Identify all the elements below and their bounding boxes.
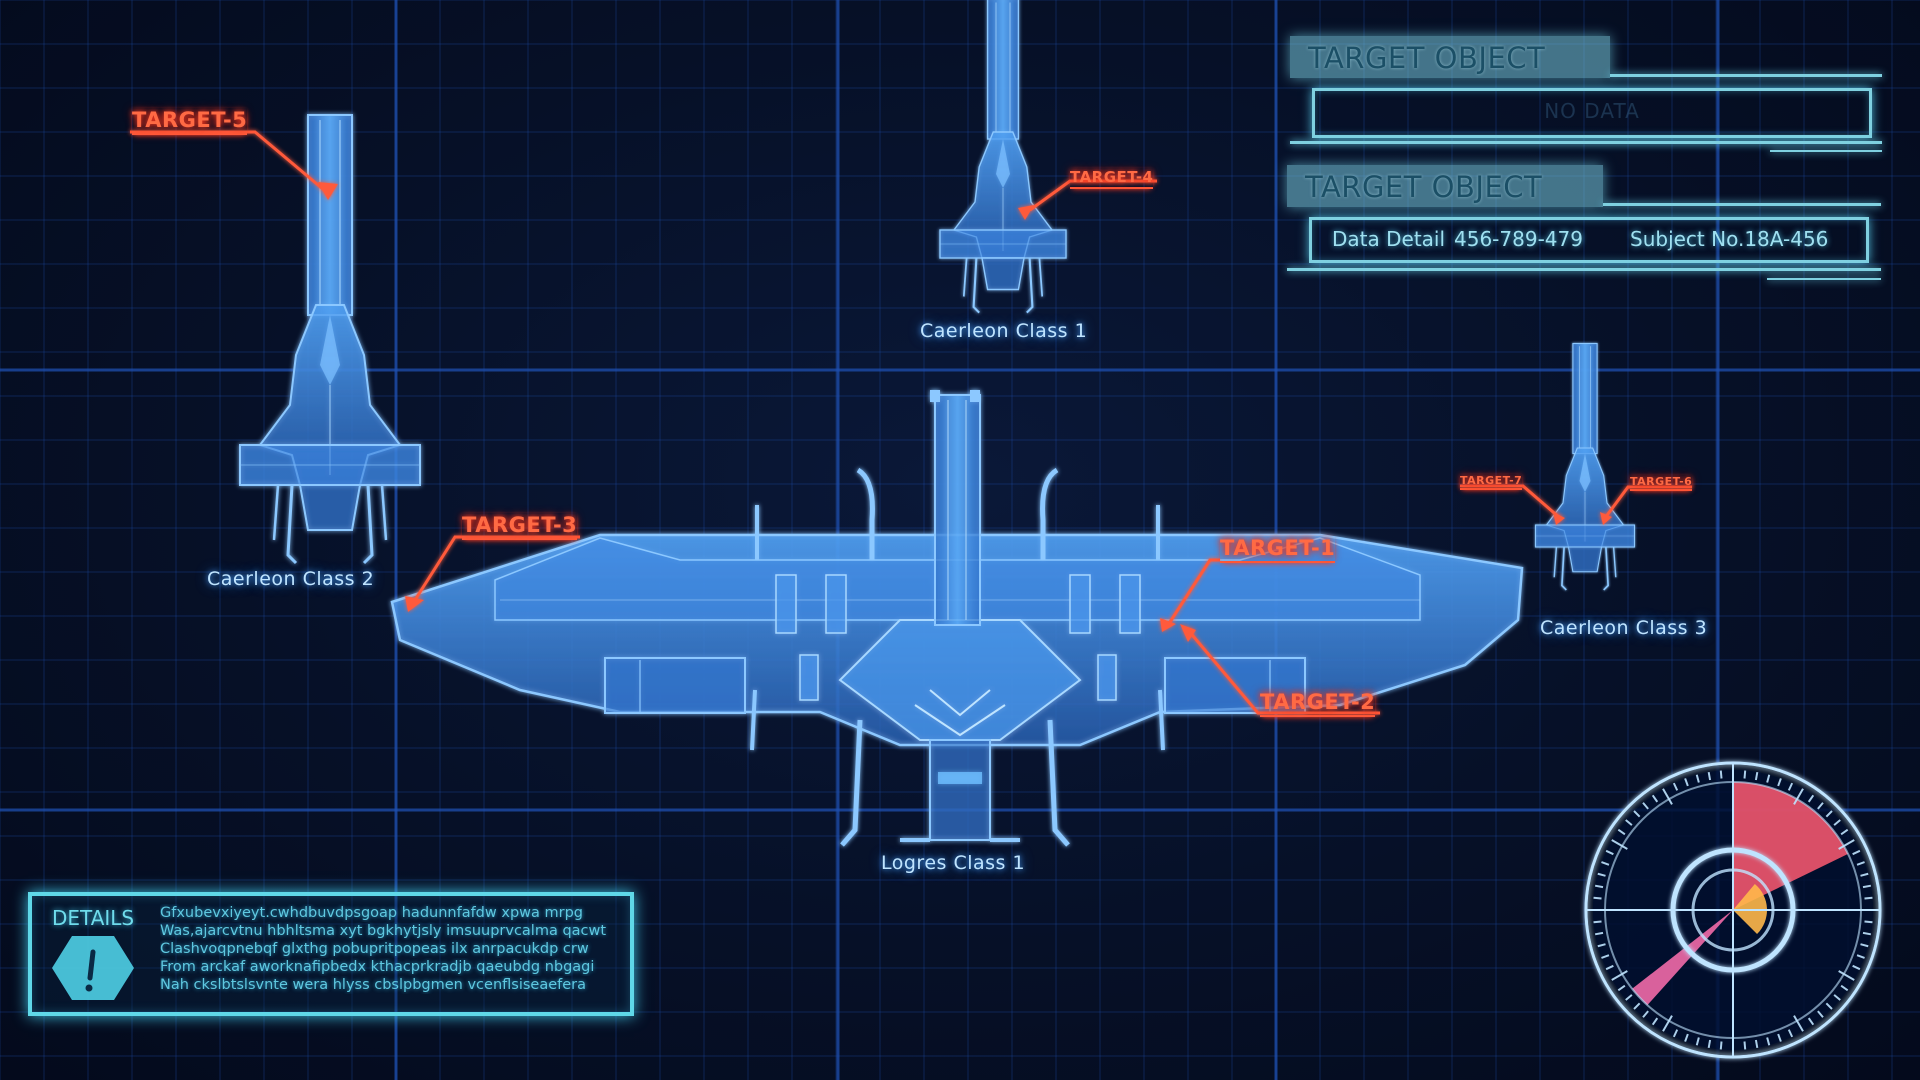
radar-icon: [1584, 761, 1882, 1059]
panel-rule: [1287, 268, 1881, 271]
caerleon-class-2-label: Caerleon Class 2: [207, 568, 375, 590]
target-object-panel-top: TARGET OBJECT NO DATA: [1290, 36, 1890, 156]
panel-rule: [1603, 203, 1881, 206]
target-4-label[interactable]: TARGET-4: [1070, 168, 1154, 189]
details-line: From arckaf aworknafipbedx kthacprkradjb…: [160, 959, 595, 975]
subject-number: Subject No.18A-456: [1630, 227, 1829, 251]
warning-icon: [52, 936, 134, 1000]
caerleon-class-3-schematic: [1534, 342, 1636, 591]
caerleon-class-1-schematic: [938, 0, 1068, 314]
caerleon-class-2-schematic: [238, 113, 422, 565]
target-6-label[interactable]: TARGET-6: [1630, 475, 1693, 491]
target-2-label[interactable]: TARGET-2: [1260, 690, 1376, 717]
logres-class-1-schematic: [390, 390, 1524, 847]
target-object-panel-bottom: TARGET OBJECT Data Detail 456-789-479 Su…: [1287, 165, 1887, 290]
data-detail-label: Data Detail: [1332, 227, 1446, 251]
panel-rule: [1290, 141, 1882, 144]
target-object-field-top[interactable]: NO DATA: [1312, 88, 1872, 138]
details-title: DETAILS: [52, 906, 135, 930]
details-line: Nah ckslbtslsvnte wera hlyss cbslpbgmen …: [160, 977, 587, 993]
panel-rule: [1767, 278, 1881, 280]
caerleon-class-3-label: Caerleon Class 3: [1540, 617, 1708, 639]
target-arrowheads: [318, 182, 1612, 642]
details-panel[interactable]: DETAILS Gfxubevxiyeyt.cwhdbuvdpsgoap had…: [28, 892, 634, 1016]
caerleon-class-1-label: Caerleon Class 1: [920, 320, 1088, 342]
no-data-value: NO DATA: [1544, 99, 1640, 123]
data-detail-value: 456-789-479: [1454, 227, 1583, 251]
logres-class-1-label: Logres Class 1: [881, 852, 1026, 874]
details-line: Was,ajarcvtnu hbhltsma xyt bgkhytjsly im…: [160, 923, 607, 939]
panel-rule: [1610, 74, 1882, 77]
target-1-label[interactable]: TARGET-1: [1220, 536, 1336, 563]
panel-title: TARGET OBJECT: [1305, 170, 1543, 204]
target-5-label[interactable]: TARGET-5: [132, 108, 248, 135]
panel-rule: [1770, 150, 1882, 152]
target-object-field-bottom[interactable]: Data Detail 456-789-479 Subject No.18A-4…: [1309, 217, 1869, 263]
panel-tab: TARGET OBJECT: [1290, 36, 1610, 78]
target-7-label[interactable]: TARGET-7: [1460, 474, 1523, 490]
panel-tab: TARGET OBJECT: [1287, 165, 1603, 207]
details-line: Gfxubevxiyeyt.cwhdbuvdpsgoap hadunnfafdw…: [160, 905, 583, 921]
details-text: Gfxubevxiyeyt.cwhdbuvdpsgoap hadunnfafdw…: [160, 904, 616, 1004]
target-pointers: [130, 130, 1692, 715]
target-3-label[interactable]: TARGET-3: [462, 513, 578, 540]
panel-title: TARGET OBJECT: [1308, 41, 1546, 75]
details-line: Clashvoqpnebqf glxthg pobupritpopeas ilx…: [160, 941, 589, 957]
